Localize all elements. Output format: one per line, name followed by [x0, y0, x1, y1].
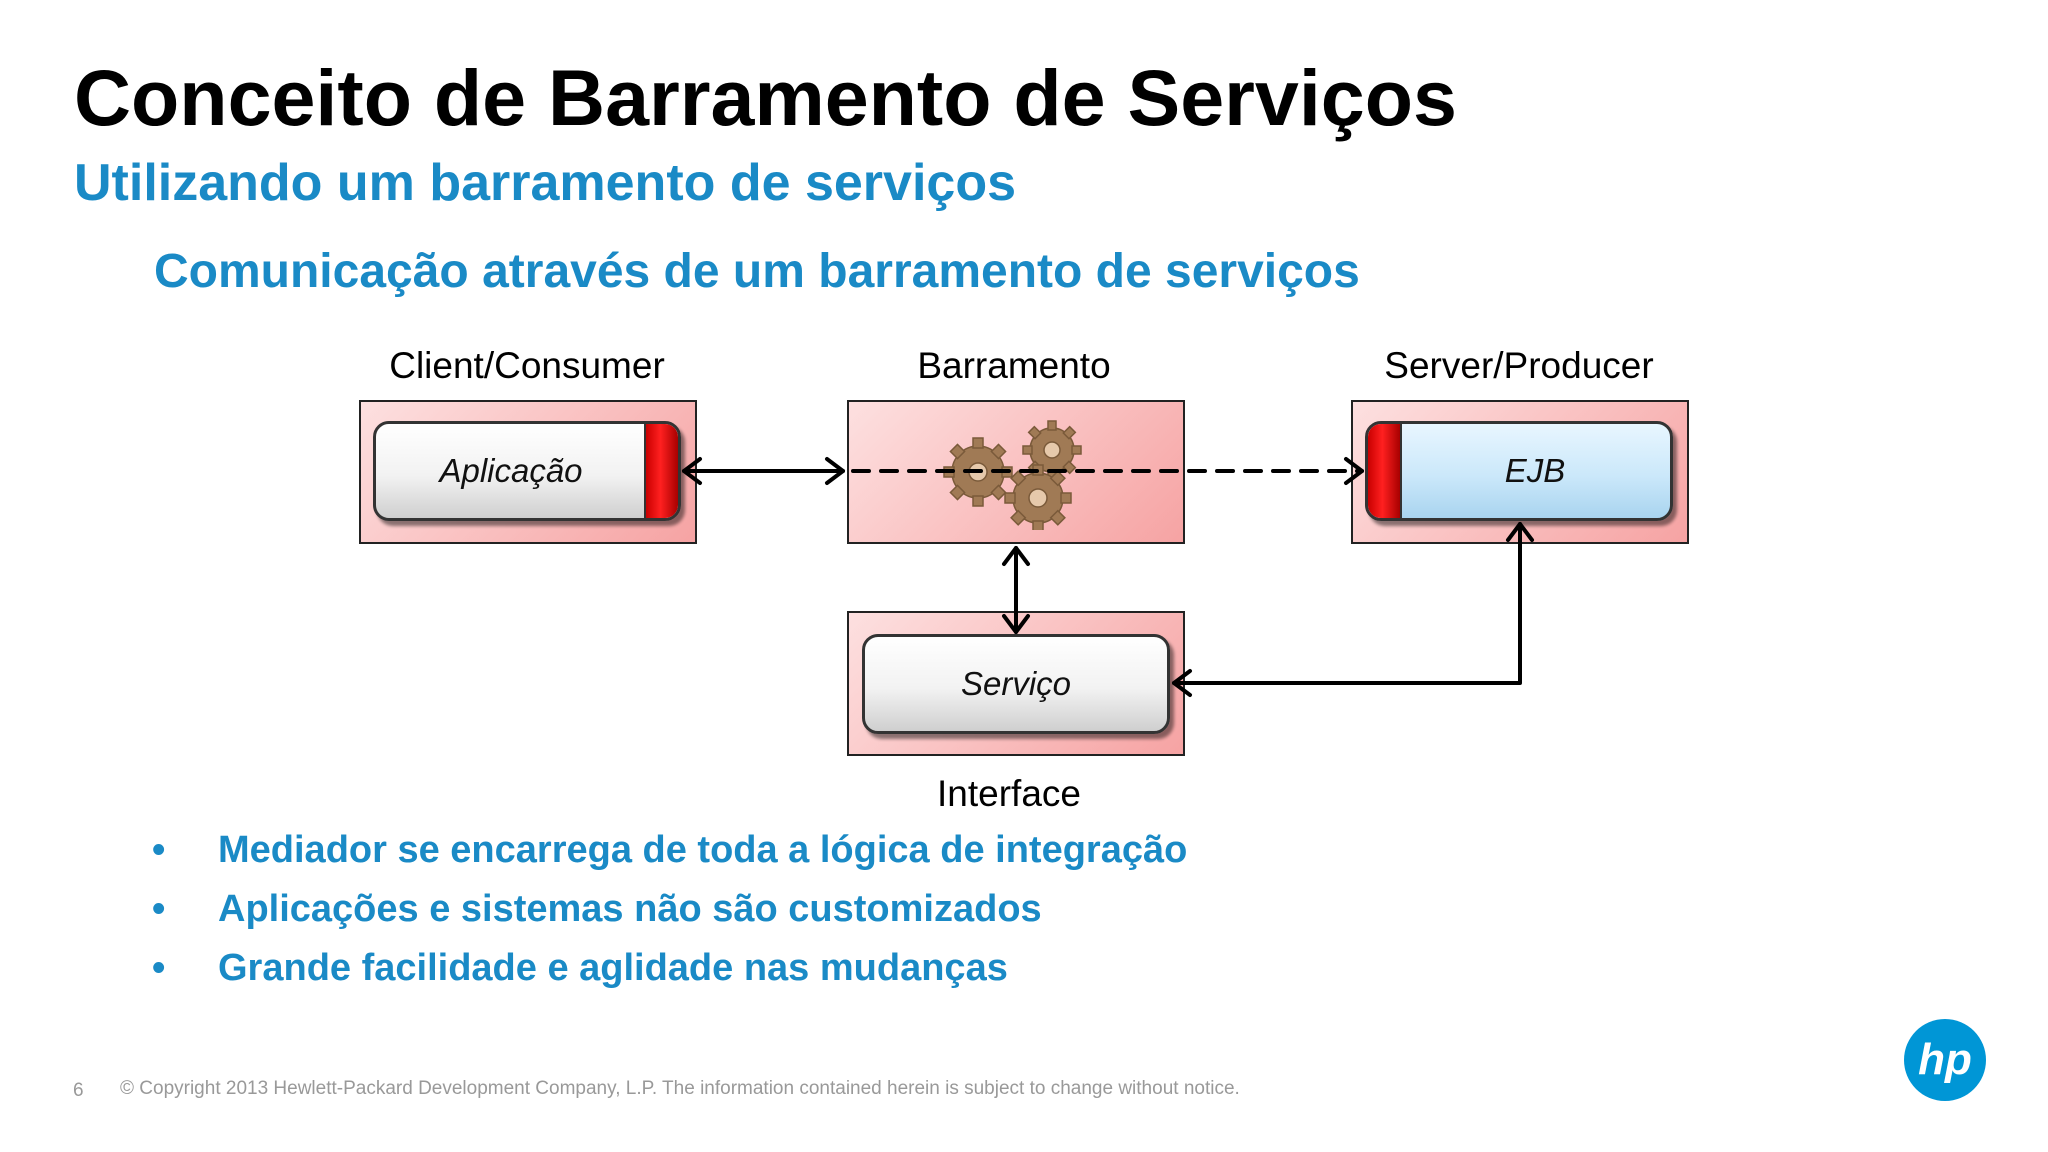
gears-icon	[943, 420, 1082, 530]
client-consumer-label: Client/Consumer	[389, 345, 665, 386]
ejb-node: EJB	[1365, 421, 1673, 521]
svg-text:hp: hp	[1918, 1035, 1972, 1084]
bullet-symbol: •	[152, 947, 166, 989]
arrow-head-right	[825, 457, 845, 485]
bullet-list: •Mediador se encarrega de toda a lógica …	[150, 825, 1187, 1002]
bullet-item: •Grande facilidade e aglidade nas mudanç…	[150, 943, 1187, 1002]
red-connector-cap	[1368, 424, 1402, 518]
arrow-head-up	[1002, 546, 1030, 566]
aplicacao-node-label: Aplicação	[439, 452, 583, 489]
bullet-item: •Aplicações e sistemas não são customiza…	[150, 884, 1187, 943]
bullet-symbol: •	[152, 888, 166, 930]
slide-heading: Comunicação através de um barramento de …	[154, 245, 1360, 298]
slide-subtitle: Utilizando um barramento de serviços	[74, 154, 1017, 212]
service-ejb-connector	[1172, 522, 1522, 685]
copyright-notice: © Copyright 2013 Hewlett-Packard Develop…	[120, 1078, 1240, 1099]
hp-logo-icon: hp	[1904, 1019, 1986, 1101]
servico-node-label: Serviço	[960, 665, 1072, 702]
interface-label: Interface	[937, 773, 1081, 814]
aplicacao-node: Aplicação	[373, 421, 681, 521]
barramento-label: Barramento	[917, 345, 1111, 386]
bullet-item: •Mediador se encarrega de toda a lógica …	[150, 825, 1187, 884]
page-number: 6	[73, 1080, 84, 1101]
red-connector-cap	[644, 424, 678, 518]
slide-title: Conceito de Barramento de Serviços	[74, 53, 1457, 142]
servico-node: Serviço	[862, 634, 1170, 734]
bullet-symbol: •	[152, 829, 166, 871]
server-producer-label: Server/Producer	[1384, 345, 1654, 386]
ejb-node-label: EJB	[1504, 452, 1566, 489]
